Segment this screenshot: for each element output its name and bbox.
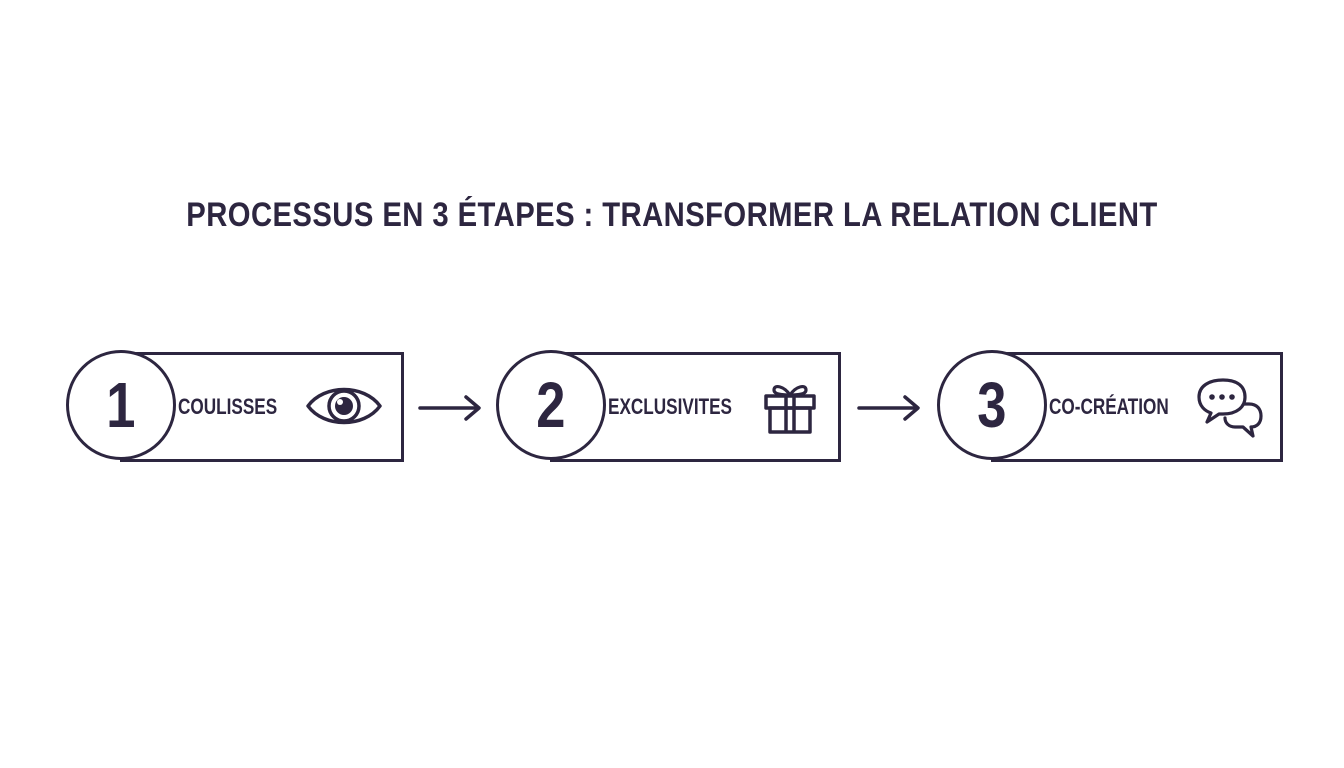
step-1: 1 COULISSES <box>66 350 404 466</box>
step-1-label: COULISSES <box>178 394 278 419</box>
gift-icon <box>762 378 818 441</box>
arrow-right-icon <box>418 392 484 429</box>
step-3-circle: 3 <box>937 350 1047 460</box>
arrow-right-icon <box>857 392 923 429</box>
step-2-number: 2 <box>536 369 566 441</box>
step-1-number: 1 <box>106 369 136 441</box>
step-2-label: EXCLUSIVITES <box>608 394 732 419</box>
step-3-number: 3 <box>977 369 1007 441</box>
step-3: 3 CO-CRÉATION <box>937 350 1283 466</box>
step-2: 2 EXCLUSIVITES <box>496 350 841 466</box>
step-3-label: CO-CRÉATION <box>1049 394 1169 419</box>
eye-icon <box>304 380 384 437</box>
step-2-circle: 2 <box>496 350 606 460</box>
step-1-circle: 1 <box>66 350 176 460</box>
diagram-title: PROCESSUS EN 3 ÉTAPES : TRANSFORMER LA R… <box>186 196 1158 234</box>
chat-bubbles-icon <box>1195 376 1265 445</box>
